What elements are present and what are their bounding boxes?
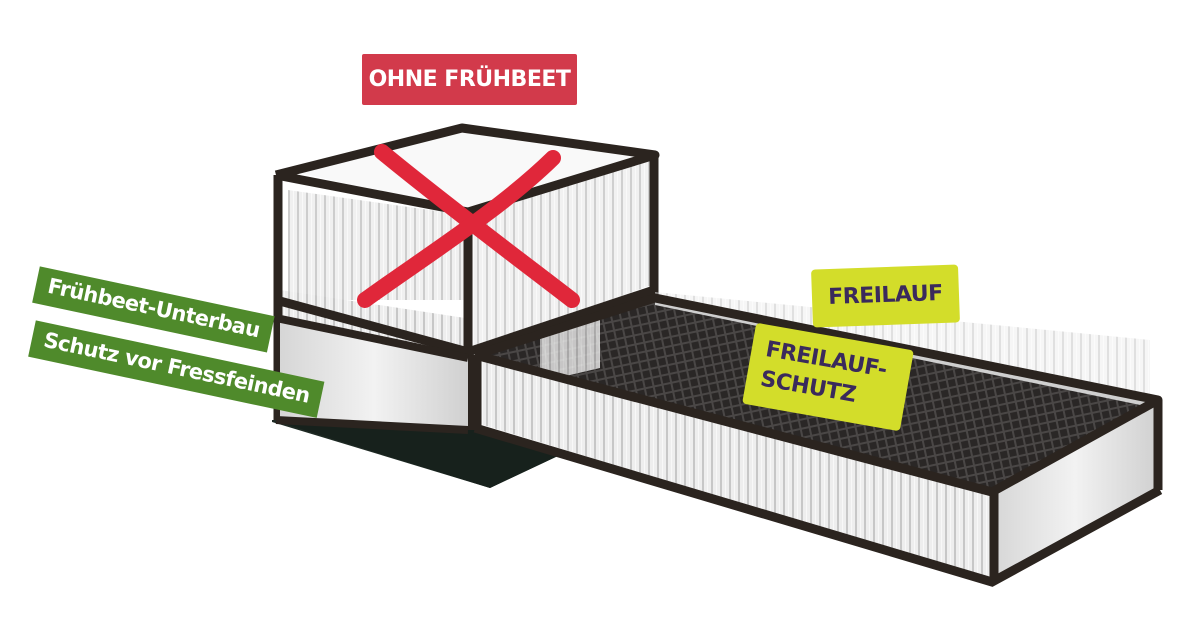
ohne-fruehbeet-badge: OHNE FRÜHBEET bbox=[362, 54, 577, 105]
red-x-icon bbox=[357, 144, 580, 308]
freilauf-badge: FREILAUF bbox=[811, 264, 960, 328]
base-block bbox=[272, 420, 560, 488]
